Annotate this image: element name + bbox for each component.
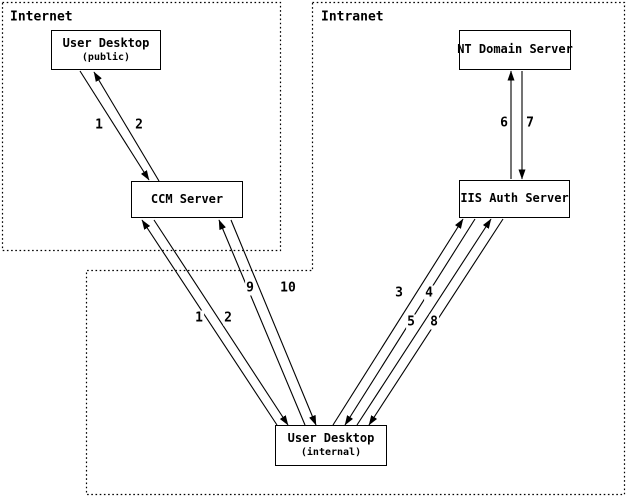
edge-arrows [79, 70, 526, 426]
node-iis-auth: IIS Auth Server [459, 180, 570, 218]
edge-step-label-7: 7 [525, 115, 535, 131]
edge-step-label-8: 8 [429, 314, 439, 330]
edge-step-label-9: 9 [245, 280, 255, 296]
region-intranet-outline [85, 1, 626, 496]
node-iis-auth-title: IIS Auth Server [460, 191, 569, 206]
edge-step-label-6: 6 [499, 115, 509, 131]
edge-arrow-ccm-to-ud-internal-step-2 [153, 219, 289, 426]
node-ccm: CCM Server [131, 181, 243, 218]
edge-arrow-ud-internal-to-ccm-step-1 [141, 219, 278, 426]
region-label-intranet: Intranet [321, 9, 384, 25]
edge-step-label-4: 4 [424, 285, 434, 301]
edge-step-label-1: 1 [194, 310, 204, 326]
node-ud-public-title: User Desktop [62, 35, 150, 50]
node-nt-domain-title: NT Domain Server [457, 42, 573, 57]
edge-step-label-5: 5 [406, 314, 416, 330]
node-ud-public: User Desktop(public) [51, 30, 161, 70]
node-ccm-title: CCM Server [150, 191, 224, 206]
edge-step-label-10: 10 [279, 280, 297, 296]
node-nt-domain: NT Domain Server [457, 30, 573, 70]
edge-arrow-ud-internal-to-iis-auth-step-5 [356, 218, 492, 426]
edge-arrow-ud-public-to-ccm-step-1 [79, 70, 150, 181]
node-ud-internal-title: User Desktop [287, 431, 375, 446]
edge-arrow-ccm-to-ud-public-step-2 [93, 71, 160, 182]
edge-arrow-ud-internal-to-iis-auth-step-3 [332, 218, 464, 426]
node-ud-public-subtitle: (public) [81, 51, 131, 63]
node-ud-internal-subtitle: (internal) [300, 447, 362, 459]
edge-arrow-ud-internal-to-ccm-step-9 [218, 219, 306, 426]
node-ud-internal: User Desktop(internal) [275, 425, 387, 466]
region-label-internet: Internet [10, 9, 73, 25]
edge-step-label-2: 2 [134, 117, 144, 133]
edge-step-label-2: 2 [223, 310, 233, 326]
region-internet-outline [1, 1, 282, 252]
edge-step-label-3: 3 [394, 285, 404, 301]
edge-arrow-ccm-to-ud-internal-step-10 [230, 219, 317, 426]
edge-step-label-1: 1 [94, 117, 104, 133]
